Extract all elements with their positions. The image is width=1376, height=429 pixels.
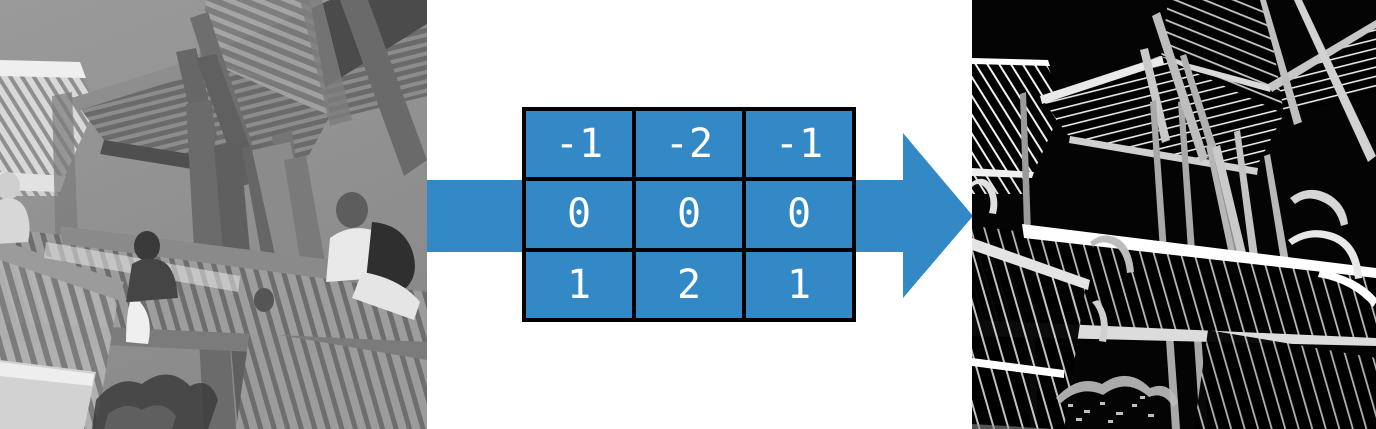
input-photo-graphic xyxy=(0,0,427,429)
kernel-cell-r1c0: 0 xyxy=(526,181,632,248)
kernel-cell-r1c1: 0 xyxy=(636,181,742,248)
kernel-cell-r0c1: -2 xyxy=(636,111,742,178)
output-photo xyxy=(972,0,1376,429)
kernel-cell-r2c1: 2 xyxy=(636,251,742,318)
input-photo xyxy=(0,0,427,429)
kernel-cell-r2c0: 1 xyxy=(526,251,632,318)
kernel-cell-r2c2: 1 xyxy=(746,251,852,318)
kernel-cell-r1c2: 0 xyxy=(746,181,852,248)
kernel-cell-r0c0: -1 xyxy=(526,111,632,178)
sobel-kernel: -1 -2 -1 0 0 0 1 2 1 xyxy=(522,107,856,322)
output-photo-graphic xyxy=(972,0,1376,429)
kernel-cell-r0c2: -1 xyxy=(746,111,852,178)
